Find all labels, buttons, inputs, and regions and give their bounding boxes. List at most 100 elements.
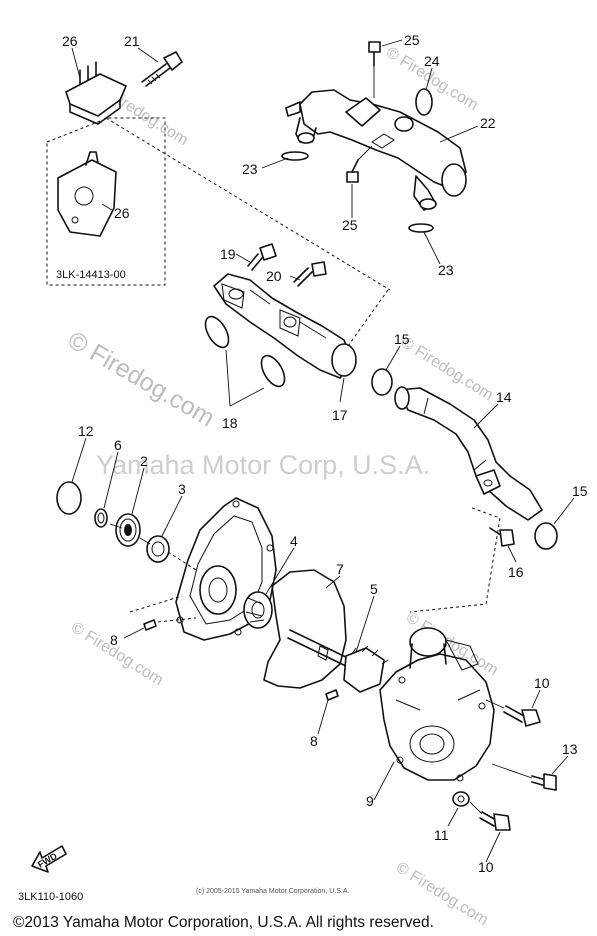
callout-4: 4 xyxy=(290,533,298,549)
bolt-13-guide xyxy=(491,763,533,779)
callout-20: 20 xyxy=(266,268,282,284)
pipe-14-inlet xyxy=(394,386,410,410)
housing-cover-hub xyxy=(199,565,237,615)
bolt-19 xyxy=(247,243,277,271)
pump-housing-9-hole-1 xyxy=(398,676,406,684)
housing-cover-bolt-hole-2 xyxy=(266,544,274,552)
callout-25-lower: 25 xyxy=(342,217,358,233)
gasket-7 xyxy=(263,569,347,689)
callout-6: 6 xyxy=(114,437,122,453)
bolt-21-thread xyxy=(147,73,161,85)
shaft-5 xyxy=(287,629,389,693)
shaft-5-rod xyxy=(287,629,353,669)
shaft-5-teeth xyxy=(351,645,389,665)
leader-19 xyxy=(235,253,251,263)
o-ring-18-right xyxy=(260,354,286,388)
callout-3: 3 xyxy=(178,481,186,497)
pump-housing-9 xyxy=(379,627,495,782)
pipe-22-left-port xyxy=(297,132,315,144)
o-ring-15-lower xyxy=(534,522,558,550)
pump-housing-9-boss xyxy=(445,639,479,671)
pipe-17-body xyxy=(213,273,353,379)
inset-part-code: 3LK-14413-00 xyxy=(56,269,126,281)
bolt-10-lower-shank xyxy=(479,811,497,827)
relation-line-dowel-left xyxy=(129,595,197,623)
bolt-13 xyxy=(491,763,557,791)
callout-numbers: 26 21 25 24 22 23 25 23 26 19 20 15 14 1… xyxy=(62,32,588,875)
callout-17: 17 xyxy=(332,407,348,423)
bolt-10-upper-guide xyxy=(485,699,505,709)
pipe-22-body xyxy=(299,89,467,191)
alt-bracket-hole xyxy=(74,186,94,206)
bolt-13-head xyxy=(543,773,557,791)
washer-11 xyxy=(452,791,470,807)
impeller-4-disc xyxy=(243,591,273,629)
seal-3-outer xyxy=(146,535,170,563)
pipe-17-rib xyxy=(249,289,327,339)
bolt-19-head xyxy=(259,243,277,261)
relation-line-bracket-to-pipe xyxy=(105,117,391,291)
pump-housing-9-body xyxy=(379,653,495,781)
circlip-6-inner xyxy=(97,512,105,524)
housing-cover-bolt-hole-4 xyxy=(234,628,242,636)
leader-7 xyxy=(325,575,341,589)
impeller-4 xyxy=(243,591,273,629)
dowel-pin-8-right-body xyxy=(325,689,339,701)
bracket-26 xyxy=(65,61,127,125)
pump-housing-9-rib xyxy=(395,689,481,711)
pipe-14-body xyxy=(397,387,543,521)
leader-13 xyxy=(551,755,569,775)
callout-11: 11 xyxy=(434,827,449,843)
pump-housing-9-hole-2 xyxy=(478,702,486,710)
bolt-25-lower xyxy=(346,145,373,183)
leader-17 xyxy=(339,377,345,403)
circlip-6-ring xyxy=(94,508,108,528)
pipe-14-bead xyxy=(423,397,487,471)
relation-line-pipe17 xyxy=(347,289,389,347)
callout-23-upper: 23 xyxy=(242,161,258,177)
callout-5: 5 xyxy=(370,581,378,597)
seal-3-inner xyxy=(151,541,165,557)
housing-cover-inner xyxy=(189,515,263,625)
leader-23a xyxy=(261,157,289,169)
leader-4 xyxy=(265,547,295,595)
pipe-22-flange xyxy=(285,101,301,117)
fwd-arrow: FWD xyxy=(31,845,67,873)
leader-24 xyxy=(425,67,433,91)
dowel-pin-8-right xyxy=(325,689,339,701)
bolt-25-lower-guide xyxy=(357,145,373,161)
shaft-5-collar xyxy=(317,645,329,661)
seal-12 xyxy=(56,481,82,515)
inset-alt-bracket: 3LK-14413-00 xyxy=(46,117,166,286)
pipe-17-hole-left xyxy=(228,288,244,300)
bolt-19-shank xyxy=(247,253,263,271)
bolt-25-upper-head xyxy=(368,41,381,53)
callout-26-top: 26 xyxy=(62,33,78,49)
axis-line-bearing xyxy=(109,523,151,545)
bolt-10-upper-shank xyxy=(503,705,525,723)
callout-16: 16 xyxy=(508,564,524,580)
bolt-10-lower-head xyxy=(493,813,511,831)
bolt-20-head xyxy=(311,261,327,277)
bolt-10-upper-head xyxy=(521,709,541,727)
leader-21 xyxy=(137,47,159,63)
leader-15a xyxy=(385,345,401,371)
bolt-25-upper xyxy=(368,41,381,98)
watermark-firedog-low-left: © Firedog.com xyxy=(68,619,166,689)
leader-10a xyxy=(531,689,541,709)
leader-6 xyxy=(103,451,119,509)
leader-22 xyxy=(439,125,479,143)
housing-cover-bolt-hole-1 xyxy=(232,500,240,508)
washer-11-hole xyxy=(457,795,465,803)
leader-8b xyxy=(317,699,329,735)
watermark-firedog-main: © Firedog.com xyxy=(63,326,219,432)
callout-10-lower: 10 xyxy=(478,859,494,875)
callout-18: 18 xyxy=(222,415,238,431)
seal-3 xyxy=(146,535,170,563)
leader-18 xyxy=(225,349,265,407)
bracket-26-edge xyxy=(69,99,121,125)
o-ring-24 xyxy=(415,88,433,116)
bolt-21 xyxy=(141,51,183,87)
leader-26a xyxy=(71,47,81,79)
